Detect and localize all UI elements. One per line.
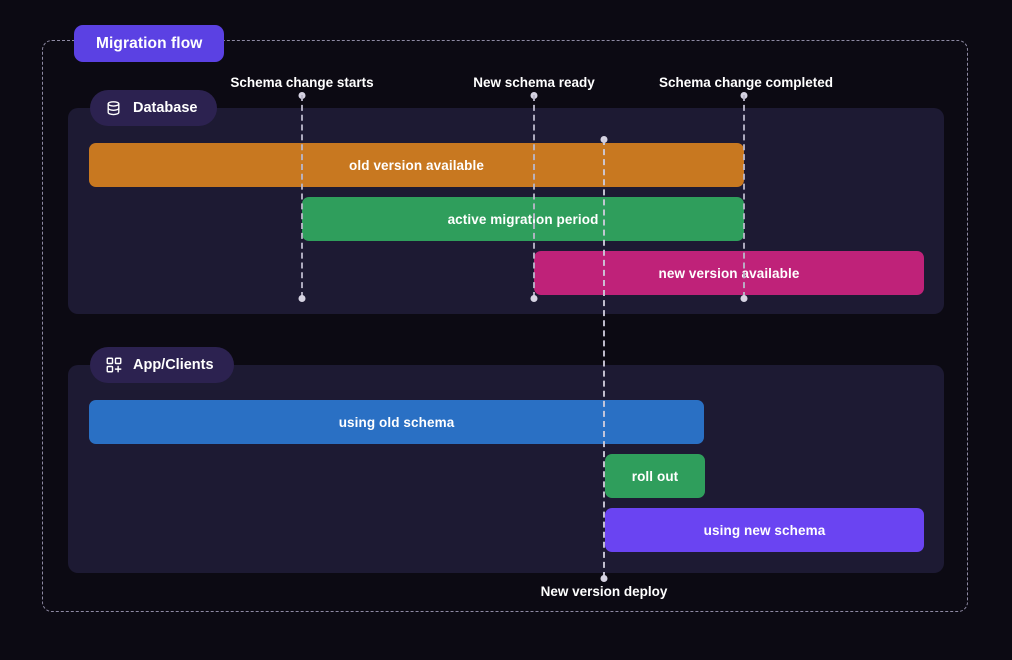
bar-label-active-migration-period: active migration period xyxy=(447,211,599,227)
bar-active-migration-period[interactable]: active migration period xyxy=(302,197,744,241)
marker-line-schema-change-starts[interactable] xyxy=(298,91,306,302)
section-label-app-clients: App/Clients xyxy=(133,357,214,373)
marker-line-new-schema-ready[interactable] xyxy=(530,91,538,302)
bar-using-new-schema[interactable]: using new schema xyxy=(605,508,924,552)
diagram-title-label: Migration flow xyxy=(96,34,203,52)
marker-line-schema-change-completed[interactable] xyxy=(740,91,748,302)
marker-label-new-version-deploy: New version deploy xyxy=(540,584,668,599)
marker-dashed-line xyxy=(533,95,535,298)
bar-label-using-old-schema: using old schema xyxy=(338,414,455,430)
section-pill-database: Database xyxy=(90,90,218,126)
bar-label-new-version-available: new version available xyxy=(658,265,800,281)
section-pill-app-clients: App/Clients xyxy=(90,347,234,383)
bar-old-version-available[interactable]: old version available xyxy=(89,143,744,187)
diagram-title-pill: Migration flow xyxy=(74,25,225,62)
marker-label-schema-change-completed: Schema change completed xyxy=(658,75,834,90)
bar-new-version-available[interactable]: new version available xyxy=(534,251,924,295)
section-label-database: Database xyxy=(133,100,198,116)
bar-using-old-schema[interactable]: using old schema xyxy=(89,400,704,444)
marker-label-schema-change-starts: Schema change starts xyxy=(230,75,374,90)
marker-dot-bottom xyxy=(740,294,748,302)
bar-roll-out[interactable]: roll out xyxy=(605,454,705,498)
database-icon xyxy=(104,99,123,118)
diagram-outer-frame xyxy=(42,40,968,612)
marker-dot-bottom xyxy=(298,294,306,302)
marker-line-new-version-deploy[interactable] xyxy=(600,135,608,582)
marker-dashed-line xyxy=(743,95,745,298)
bar-label-old-version-available: old version available xyxy=(349,157,484,173)
marker-dashed-line xyxy=(301,95,303,298)
bar-label-roll-out: roll out xyxy=(631,468,679,484)
marker-dot-bottom xyxy=(600,574,608,582)
marker-dashed-line xyxy=(603,139,605,578)
bar-label-using-new-schema: using new schema xyxy=(703,522,826,538)
marker-label-new-schema-ready: New schema ready xyxy=(473,75,595,90)
apps-grid-plus-icon xyxy=(104,356,123,375)
marker-dot-bottom xyxy=(530,294,538,302)
